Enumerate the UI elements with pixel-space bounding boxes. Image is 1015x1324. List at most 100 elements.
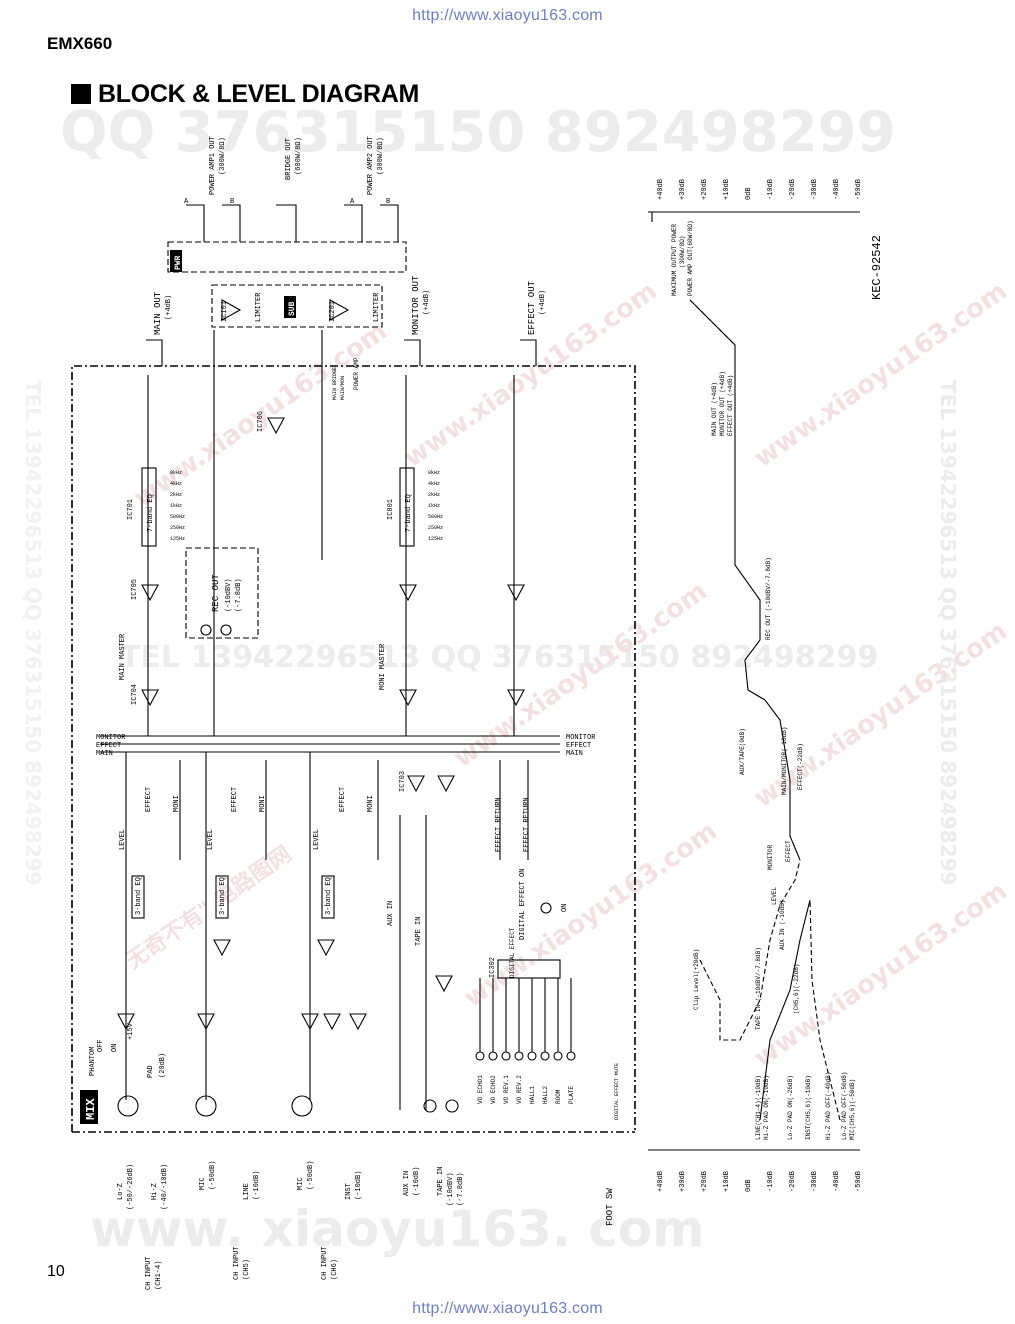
scale-bot-m50: -50dB <box>855 1171 863 1192</box>
eq-main-f5: 500Hz <box>170 514 185 520</box>
eq7-main-label: 7-band EQ <box>147 494 155 532</box>
ch-input-5-range: (CH5) <box>243 1259 251 1280</box>
eq-main-f3: 2kHz <box>170 492 182 498</box>
eq-mon-f7: 125Hz <box>428 536 443 542</box>
scale-bot-0: 0dB <box>745 1179 753 1192</box>
ch-input-1-range: (CH1-4) <box>155 1261 163 1290</box>
scale-top-m30: -30dB <box>811 179 819 200</box>
scale-top-p30: +30dB <box>679 179 687 200</box>
mix-tag: MIX <box>84 1098 98 1120</box>
inst-level: (-10dB) <box>355 1171 363 1200</box>
pad-label: PAD <box>147 1065 155 1078</box>
aux-in-level: (-10dB) <box>413 1167 421 1196</box>
lv-hi-z-pad-on: Hi-Z PAD ON(-10dB) <box>763 1075 770 1140</box>
scale-bot-p40: +40dB <box>657 1171 665 1192</box>
ic101-label: IC101 <box>221 301 229 322</box>
hi-z-level: (-40/-10dB) <box>161 1164 169 1210</box>
mic-5-label: MIC <box>199 1177 207 1190</box>
scale-top-m40: -40dB <box>833 179 841 200</box>
tape-in-level2: (-7.8dB) <box>457 1172 465 1206</box>
eq3-ch1-label: 3-band EQ <box>135 877 143 915</box>
ch5-moni: MONI <box>259 795 267 812</box>
moni-master-label: MONI MASTER <box>379 643 387 690</box>
power-amp-label: POWER AMP <box>353 357 360 390</box>
ch5-effect: EFFECT <box>231 787 239 812</box>
lo-z-level: (-50/-26dB) <box>127 1164 135 1210</box>
main-master-label: MAIN MASTER <box>119 633 127 680</box>
main-out-level: (+4dB) <box>165 295 173 320</box>
scale-bot-p20: +20dB <box>701 1171 709 1192</box>
ch1-level: LEVEL <box>119 829 127 850</box>
fx-vo-echo2: VO ECHO2 <box>490 1075 497 1104</box>
mic-5-level: (-50dB) <box>209 1161 217 1190</box>
effect-return-2: EFFECT RETURN <box>523 797 531 852</box>
ic302-label: IC302 <box>489 957 497 978</box>
scale-bot-m30: -30dB <box>811 1171 819 1192</box>
ch5-level: LEVEL <box>207 829 215 850</box>
lv-aux-tape: AUX/TAPE(0dB) <box>739 728 746 775</box>
lv-inst-ch5-6: INST(CH5,6)(-10dB) <box>805 1075 812 1140</box>
phantom-on: ON <box>111 1044 119 1052</box>
scale-top-m20: -20dB <box>789 179 797 200</box>
scale-top-p40: +40dB <box>657 179 665 200</box>
ic801-label: IC801 <box>387 499 395 520</box>
on-label-2: ON <box>561 904 569 912</box>
eq-mon-f1: 8kHz <box>428 470 440 476</box>
ch6-effect: EFFECT <box>339 787 347 812</box>
fx-vo-echo1: VO ECHO1 <box>477 1075 484 1104</box>
lv-effect-short: EFFECT <box>785 840 792 862</box>
eq3-ch5-label: 3-band EQ <box>219 877 227 915</box>
ch6-level: LEVEL <box>313 829 321 850</box>
mic-6-label: MIC <box>297 1177 305 1190</box>
rec-out-level: (-10dBV) <box>225 578 233 612</box>
tape-in-ctrl: TAPE IN <box>415 917 423 946</box>
hi-z-label: Hi-Z <box>151 1183 159 1200</box>
effect-return-1: EFFECT RETURN <box>495 797 503 852</box>
title-square-icon <box>71 84 91 104</box>
scale-top-0: 0dB <box>745 187 753 200</box>
line-level: (-10dB) <box>253 1171 261 1200</box>
eq-mon-f4: 1kHz <box>428 503 440 509</box>
eq-main-f2: 4kHz <box>170 481 182 487</box>
aux-in-label: AUX IN <box>403 1171 411 1196</box>
lv-monitor: MONITOR <box>767 844 774 870</box>
amp1-b: B <box>230 198 234 206</box>
pwr-tag: PWR <box>174 255 183 270</box>
ic705-label: IC705 <box>131 579 139 600</box>
lv-level: LEVEL <box>771 887 778 905</box>
power-amp2-spec: (300W/8Ω) <box>377 137 385 175</box>
ch-input-5-label: CH INPUT <box>233 1246 241 1280</box>
scale-bot-m20: -20dB <box>789 1171 797 1192</box>
power-amp2-label: POWER AMP2 OUT <box>367 136 375 195</box>
fx-plate: PLATE <box>568 1086 575 1104</box>
bottom-url[interactable]: http://www.xiaoyu163.com <box>412 1300 603 1317</box>
amp1-a: A <box>184 198 189 206</box>
watermark-qq: QQ 376315150 892498299 <box>60 100 896 165</box>
amp2-b: B <box>386 198 390 206</box>
lv-main-monitor: MAIN/MONITOR(-16dB) <box>781 727 788 795</box>
rec-out-label: REC OUT <box>211 574 221 612</box>
effect-out-label: EFFECT OUT <box>527 280 537 335</box>
ic703-label: IC703 <box>399 771 407 792</box>
foot-sw-label: FOOT SW <box>605 1188 615 1226</box>
lv-lo-z-pad-off: Lo-Z PAD OFF(-50dB) <box>841 1072 848 1140</box>
power-amp1-label: POWER AMP1 OUT <box>209 136 217 195</box>
top-url[interactable]: http://www.xiaoyu163.com <box>412 7 603 24</box>
lv-aux-in: AUX IN (-10dB) <box>779 900 786 950</box>
eq-mon-f2: 4kHz <box>428 481 440 487</box>
main-mon-label: MAIN/MON <box>340 376 346 400</box>
bus-effect-left: EFFECT <box>96 742 121 750</box>
lo-z-label: Lo-Z <box>117 1183 125 1200</box>
scale-top-p20: +20dB <box>701 179 709 200</box>
scale-bot-p10: +10dB <box>723 1171 731 1192</box>
plus15v: +15V <box>127 1022 135 1040</box>
lv-effect: EFFECT(-22dB) <box>797 743 804 790</box>
monitor-out-label: MONITOR OUT <box>411 275 421 335</box>
eq-main-f6: 250Hz <box>170 525 185 531</box>
fx-hall2: HALL2 <box>542 1086 549 1104</box>
ch-input-1-label: CH INPUT <box>145 1256 153 1290</box>
eq-mon-f3: 2kHz <box>428 492 440 498</box>
main-bridge-label: MAIN BRIDGE <box>332 367 338 400</box>
ch1-moni: MONI <box>173 795 181 812</box>
digital-effect-mute: DIGITAL EFFECT MUTE <box>614 1063 620 1120</box>
